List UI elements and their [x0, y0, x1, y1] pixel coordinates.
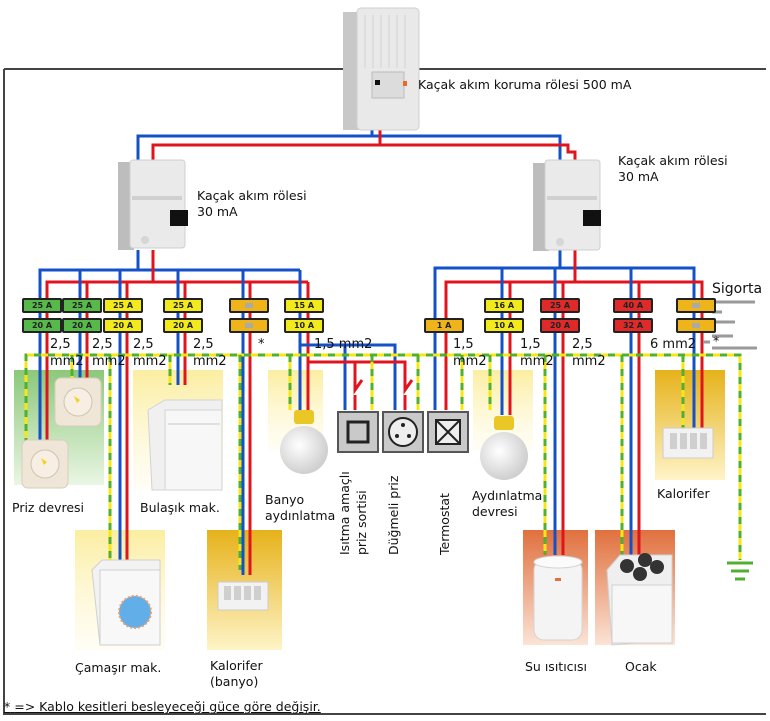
- phase-trunk: [151, 127, 382, 160]
- bulb-icon-aydinlatma: [480, 416, 528, 480]
- neutral-trunk-right: [372, 134, 562, 160]
- cable-size-2b: mm2: [92, 354, 126, 369]
- label-aydinlatma-line2: devresi: [472, 504, 518, 519]
- fuse-left-2-bottom: 20 A: [62, 318, 102, 333]
- fuse-left-5-top: [229, 298, 269, 313]
- radiator-banyo-icon: [217, 581, 269, 611]
- label-dugmeli-priz: Düğmeli priz: [386, 475, 401, 555]
- cable-size-7b: mm2: [520, 354, 554, 369]
- cable-size-8b: mm2: [572, 354, 606, 369]
- label-isitma-line2: priz sortisi: [354, 490, 369, 555]
- cable-size-4a: 2,5: [193, 337, 214, 352]
- label-kalorifer-banyo-line2: (banyo): [210, 674, 259, 689]
- dishwasher-icon: [147, 399, 223, 491]
- cable-size-1b: mm2: [50, 354, 84, 369]
- fuse-right-4-top: 40 A: [613, 298, 653, 313]
- fuse-left-4-bottom: 20 A: [163, 318, 203, 333]
- radiator-icon: [662, 427, 714, 459]
- right-neutral-bus: [433, 250, 562, 410]
- label-aydinlatma-line1: Aydınlatma: [472, 488, 543, 503]
- ground-icon: [727, 561, 753, 581]
- fuse-left-1-top: 25 A: [22, 298, 62, 313]
- label-kalorifer-banyo-line1: Kalorifer: [210, 658, 263, 673]
- kalorifer-panel: [655, 370, 725, 480]
- fuse-left-3-top: 25 A: [103, 298, 143, 313]
- label-kalorifer: Kalorifer: [657, 486, 710, 501]
- cable-size-6a: 1,5: [453, 337, 474, 352]
- label-termostat: Termostat: [437, 493, 452, 555]
- fuse-left-4-top: 25 A: [163, 298, 203, 313]
- fuse-left-3-bottom: 20 A: [103, 318, 143, 333]
- label-banyo-line1: Banyo: [265, 492, 305, 507]
- socket-outlet-icon: [21, 377, 102, 489]
- cable-size-9: 6 mm2: [650, 337, 697, 352]
- main-wiring: [136, 127, 577, 160]
- earth-wiring: [24, 353, 742, 570]
- right-rcd-label-line2: 30 mA: [618, 169, 659, 184]
- right-rcd-icon: [533, 159, 601, 251]
- fuse-left-2-top: 25 A: [62, 298, 102, 313]
- fuse-left-1-bottom: 20 A: [22, 318, 62, 333]
- footnote: * => Kablo kesitleri besleyeceği güce gö…: [4, 699, 321, 714]
- heating-socket-box-icon: [337, 411, 379, 453]
- legend-star: *: [713, 333, 720, 348]
- cable-size-4b: mm2: [193, 354, 227, 369]
- fuse-right-3-bottom: 20 A: [540, 318, 580, 333]
- fuse-right-2-bottom: 10 A: [484, 318, 524, 333]
- stove-icon: [606, 553, 673, 646]
- fuse-legend-title: Sigorta: [712, 281, 763, 297]
- fuse-right-3-top: 25 A: [540, 298, 580, 313]
- thermostat-box-icon: [427, 411, 469, 453]
- label-camasir: Çamaşır mak.: [75, 660, 162, 675]
- cable-size-5: 1,5 mm2: [314, 337, 373, 352]
- fuse-right-2-top: 16 A: [484, 298, 524, 313]
- cable-size-8a: 2,5: [572, 337, 593, 352]
- cable-size-6b: mm2: [453, 354, 487, 369]
- fuse-left-5-bottom: [229, 318, 269, 333]
- fuse-left-6-bottom: 10 A: [284, 318, 324, 333]
- label-isitma-line1: Isıtma amaçlı: [337, 471, 352, 555]
- water-heater-icon: [533, 555, 583, 641]
- main-rcd-icon: [343, 7, 420, 131]
- cable-size-star: *: [258, 337, 265, 352]
- cable-size-7a: 1,5: [520, 337, 541, 352]
- bulb-icon-banyo: [280, 410, 328, 474]
- label-ocak: Ocak: [625, 659, 657, 674]
- cable-size-3a: 2,5: [133, 337, 154, 352]
- left-rcd-label-line1: Kaçak akım rölesi: [197, 188, 307, 203]
- cable-size-1a: 2,5: [50, 337, 71, 352]
- left-rcd-icon: [118, 159, 188, 250]
- label-priz-devresi: Priz devresi: [12, 500, 85, 515]
- washing-machine-icon: [91, 559, 161, 646]
- label-banyo-line2: aydınlatma: [265, 508, 336, 523]
- left-rcd-label-line2: 30 mA: [197, 204, 238, 219]
- footnote-text: => Kablo kesitleri besleyeceği güce göre…: [14, 699, 321, 714]
- neutral-trunk: [136, 127, 374, 160]
- fuse-left-6-top: 15 A: [284, 298, 324, 313]
- fuse-right-5-bottom: [676, 318, 716, 333]
- cable-size-3b: mm2: [133, 354, 167, 369]
- switched-socket-box-icon: [382, 411, 424, 453]
- fuse-right-4-bottom: 32 A: [613, 318, 653, 333]
- phase-trunk-right: [380, 143, 577, 160]
- main-rcd-label: Kaçak akım koruma rölesi 500 mA: [418, 77, 632, 92]
- fuse-right-1-bottom: 1 A: [424, 318, 464, 333]
- fuse-right-5-top: [676, 298, 716, 313]
- label-bulasik: Bulaşık mak.: [140, 500, 220, 515]
- footnote-star: *: [4, 699, 11, 714]
- cable-size-2a: 2,5: [92, 337, 113, 352]
- right-rcd-label-line1: Kaçak akım rölesi: [618, 153, 728, 168]
- label-su-isiticisi: Su ısıtıcısı: [525, 659, 587, 674]
